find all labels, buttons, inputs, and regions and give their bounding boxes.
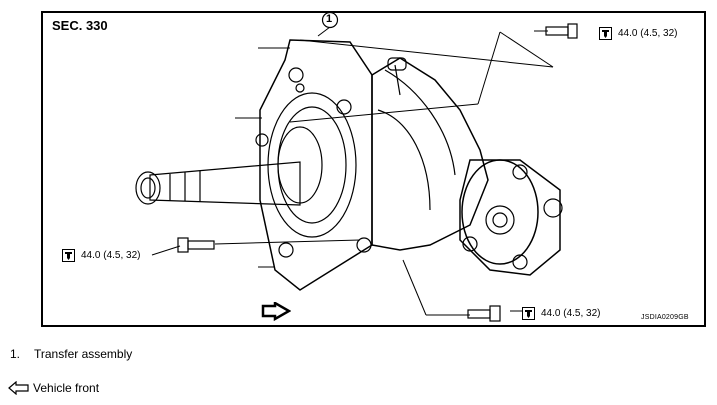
- wrench-torque-icon: [62, 249, 75, 262]
- top-bolt-head: [567, 23, 578, 39]
- diagram-frame: [41, 11, 706, 327]
- torque-value: 44.0 (4.5, 32): [541, 308, 601, 320]
- top-bolt-shank: [545, 26, 569, 36]
- torque-callout-left: 44.0 (4.5, 32): [62, 249, 140, 262]
- section-label: SEC. 330: [52, 18, 108, 33]
- torque-callout-bottom: 44.0 (4.5, 32): [522, 307, 600, 320]
- torque-value: 44.0 (4.5, 32): [81, 250, 141, 262]
- part-callout-circle: [321, 11, 339, 29]
- image-code: JSDIA0209GB: [641, 314, 689, 321]
- torque-callout-top: 44.0 (4.5, 32): [599, 27, 677, 40]
- torque-value: 44.0 (4.5, 32): [618, 28, 678, 40]
- legend-front-label: Vehicle front: [33, 381, 100, 395]
- legend-item-label: Transfer assembly: [34, 347, 133, 361]
- legend-item-number: 1.: [10, 347, 21, 361]
- wrench-torque-icon: [599, 27, 612, 40]
- legend-item-transfer-assembly: 1. Transfer assembly: [10, 347, 132, 361]
- legend-item-vehicle-front: Vehicle front: [8, 380, 100, 396]
- vehicle-front-arrow-icon: [8, 380, 29, 396]
- vehicle-front-arrow-icon: [261, 302, 291, 322]
- part-callout-number: 1: [326, 13, 333, 25]
- wrench-torque-icon: [522, 307, 535, 320]
